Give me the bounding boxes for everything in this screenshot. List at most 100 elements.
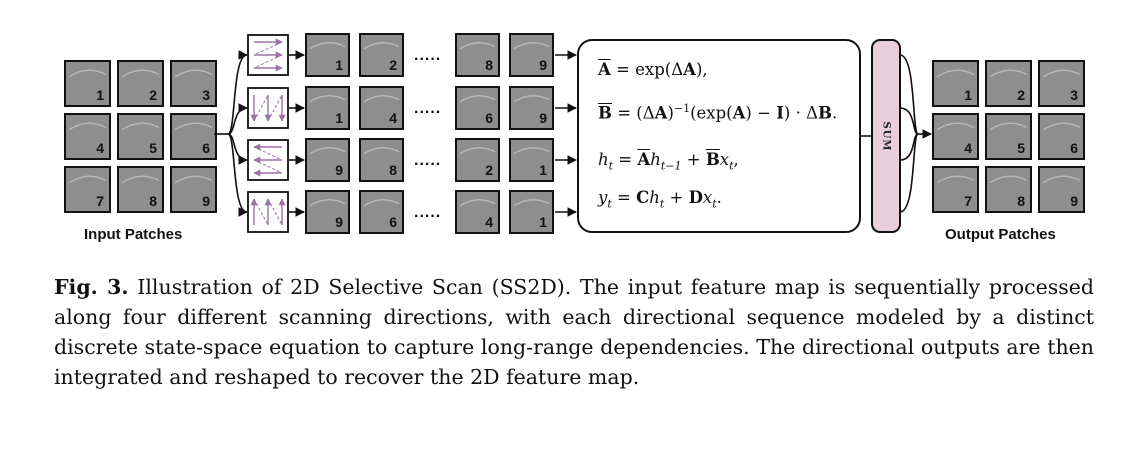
patch-number: 6 <box>202 140 210 156</box>
scan-sequences: 1 2 8 9..... 1 4 6 9..... 9 8 2 1..... 9 6 4 1..... <box>247 33 554 234</box>
input-patches-label: Input Patches <box>84 226 183 243</box>
patch-number: 4 <box>964 140 972 156</box>
input-patch-1: 1 <box>64 60 111 107</box>
scan-patch-1: 1 <box>509 190 554 234</box>
patch-number: 1 <box>335 57 343 73</box>
output-patch-9: 9 <box>1038 166 1085 213</box>
output-branch-1 <box>899 54 919 135</box>
patch-number: 3 <box>202 87 210 103</box>
patch-number: 4 <box>485 214 493 230</box>
scan-row-3: 9 8 2 1..... <box>247 138 554 182</box>
patch-number: 1 <box>539 214 547 230</box>
scan-patch-2: 2 <box>455 138 500 182</box>
patch-number: 8 <box>389 162 397 178</box>
output-patch-7: 7 <box>932 166 979 213</box>
patch-number: 6 <box>389 214 397 230</box>
equation-box <box>577 39 861 233</box>
patch-number: 6 <box>1070 140 1078 156</box>
ss2d-figure: 1 2 3 4 5 6 7 8 9 1 2 3 4 5 6 7 8 9 1 2 8 9..... 1 4 6 9..... 9 8… <box>64 33 1085 243</box>
output-branch-2 <box>899 107 919 135</box>
output-patch-4: 4 <box>932 113 979 160</box>
input-patch-4: 4 <box>64 113 111 160</box>
scan-patch-9: 9 <box>509 86 554 130</box>
patch-number: 2 <box>1017 87 1025 103</box>
input-patch-3: 3 <box>170 60 217 107</box>
patch-number: 6 <box>485 110 493 126</box>
equation-state-update: ht = Aht−1 + Bxt, <box>598 150 739 173</box>
input-patch-8: 8 <box>117 166 164 213</box>
input-patch-5: 5 <box>117 113 164 160</box>
sum-block <box>871 39 901 233</box>
patch-number: 1 <box>539 162 547 178</box>
patch-number: 4 <box>96 140 104 156</box>
scan-patch-8: 8 <box>455 33 500 77</box>
patch-number: 9 <box>335 214 343 230</box>
input-patch-9: 9 <box>170 166 217 213</box>
input-patch-6: 6 <box>170 113 217 160</box>
scan-row-2: 1 4 6 9..... <box>247 86 554 130</box>
patch-number: 1 <box>964 87 972 103</box>
ellipsis-dots: ..... <box>414 204 441 221</box>
patch-number: 2 <box>485 162 493 178</box>
patch-number: 2 <box>389 57 397 73</box>
figure-diagram: 1 2 3 4 5 6 7 8 9 1 2 3 4 5 6 7 8 9 1 2 8 9..... 1 4 6 9..... 9 8… <box>64 33 1085 234</box>
output-patch-3: 3 <box>1038 60 1085 107</box>
patch-number: 5 <box>1017 140 1025 156</box>
patch-number: 9 <box>539 57 547 73</box>
scan-patch-4: 4 <box>359 86 404 130</box>
patch-number: 9 <box>202 193 210 209</box>
input-patch-7: 7 <box>64 166 111 213</box>
scan-patch-6: 6 <box>455 86 500 130</box>
equation-b-bar: B = (ΔA)−1(exp(A) − I) · ΔB. <box>598 102 838 123</box>
scan-patch-9: 9 <box>305 190 350 234</box>
ellipsis-dots: ..... <box>414 47 441 64</box>
patch-number: 1 <box>335 110 343 126</box>
ellipsis-dots: ..... <box>414 152 441 169</box>
patch-number: 9 <box>335 162 343 178</box>
patch-number: 7 <box>964 193 972 209</box>
output-patch-2: 2 <box>985 60 1032 107</box>
output-patch-5: 5 <box>985 113 1032 160</box>
ellipsis-dots: ..... <box>414 100 441 117</box>
output-patches-grid: 1 2 3 4 5 6 7 8 9 <box>932 60 1085 213</box>
patch-number: 3 <box>1070 87 1078 103</box>
patch-number: 1 <box>96 87 104 103</box>
scan-patch-1: 1 <box>305 86 350 130</box>
input-branch-arrow-4 <box>227 133 248 217</box>
input-branch-arrow-1 <box>227 50 248 135</box>
scan-patch-8: 8 <box>359 138 404 182</box>
input-patches-grid: 1 2 3 4 5 6 7 8 9 <box>64 60 217 213</box>
patch-number: 2 <box>149 87 157 103</box>
scan-patch-4: 4 <box>455 190 500 234</box>
patch-number: 9 <box>1070 193 1078 209</box>
patch-number: 4 <box>389 110 397 126</box>
caption-text: Illustration of 2D Selective Scan (SS2D)… <box>54 275 1095 389</box>
patch-number: 9 <box>539 110 547 126</box>
figure-caption: Fig. 3. Illustration of 2D Selective Sca… <box>54 272 1094 392</box>
caption-label: Fig. 3. <box>54 275 129 299</box>
output-patch-8: 8 <box>985 166 1032 213</box>
scan-patch-9: 9 <box>509 33 554 77</box>
scan-row-4: 9 6 4 1..... <box>247 190 554 234</box>
scan-patch-1: 1 <box>509 138 554 182</box>
scan-patch-1: 1 <box>305 33 350 77</box>
patch-number: 8 <box>1017 193 1025 209</box>
scan-patch-2: 2 <box>359 33 404 77</box>
scan-patch-9: 9 <box>305 138 350 182</box>
connector-arrows <box>214 50 932 217</box>
scan-row-1: 1 2 8 9..... <box>247 33 554 77</box>
output-patch-6: 6 <box>1038 113 1085 160</box>
equation-output: yt = Cht + Dxt. <box>598 188 722 211</box>
output-branch-4 <box>899 133 919 213</box>
scan-patch-6: 6 <box>359 190 404 234</box>
input-patch-2: 2 <box>117 60 164 107</box>
output-patch-1: 1 <box>932 60 979 107</box>
patch-number: 8 <box>485 57 493 73</box>
patch-number: 7 <box>96 193 104 209</box>
output-patches-label: Output Patches <box>945 226 1056 243</box>
equation-a-bar: A = exp(ΔA), <box>598 60 708 79</box>
input-branch-arrow-2 <box>227 103 248 135</box>
patch-number: 5 <box>149 140 157 156</box>
patch-number: 8 <box>149 193 157 209</box>
sum-label: SUM <box>880 120 892 152</box>
